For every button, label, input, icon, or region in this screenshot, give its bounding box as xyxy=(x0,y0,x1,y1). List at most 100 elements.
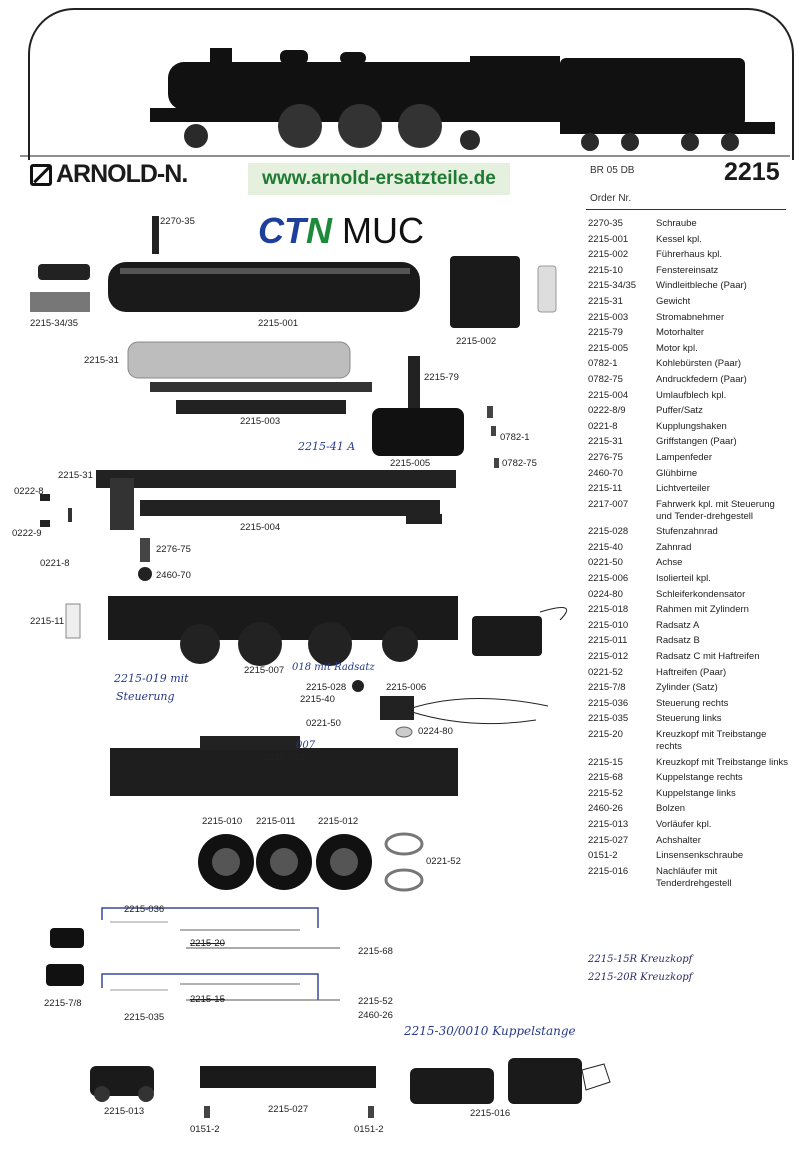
part-description: Isolierteil kpl. xyxy=(656,573,711,585)
part-code: 2215-003 xyxy=(588,311,629,323)
label-deflectors: 2215-34/35 xyxy=(30,318,79,329)
part-code: 2215-005 xyxy=(588,342,629,354)
part-description: Radsatz C mit Haftreifen xyxy=(656,651,760,663)
label-hook: 0221-8 xyxy=(40,558,70,569)
part-description: Vorläufer kpl. xyxy=(656,818,712,830)
part-description: Schleiferkondensator xyxy=(656,588,746,600)
part-description: Linsensenkschraube xyxy=(656,850,744,862)
part-description: Kupplungshaken xyxy=(656,420,727,432)
lamp-spring-part xyxy=(140,538,150,562)
part-description: Zylinder (Satz) xyxy=(656,682,718,694)
label-leading-truck: 2215-013 xyxy=(104,1106,145,1117)
part-description: Andruckfedern (Paar) xyxy=(656,373,747,385)
running-board-part xyxy=(96,470,456,488)
label-rod-left: 2215-52 xyxy=(358,996,393,1007)
cylinder-part xyxy=(50,928,84,948)
label-trailing-truck: 2215-016 xyxy=(470,1108,511,1119)
part-code: 2215-018 xyxy=(588,604,629,616)
part-code: 2215-013 xyxy=(588,818,629,830)
website-url[interactable]: www.arnold-ersatzteile.de xyxy=(248,163,510,195)
label-screw-a: 0151-2 xyxy=(190,1124,220,1135)
part-code: 2276-75 xyxy=(588,451,623,463)
part-description: Bolzen xyxy=(656,803,686,815)
model-designation: BR 05 DB xyxy=(590,165,635,176)
parts-list-header: Order Nr. xyxy=(590,193,632,204)
label-brushes: 0782-1 xyxy=(500,432,530,443)
label-gear: 2215-40 xyxy=(300,694,335,705)
item-number: 2215 xyxy=(724,158,780,186)
parts-row: 2276-75 Lampenfeder xyxy=(588,452,793,464)
part-description: Kreuzkopf mit Treibstange links xyxy=(656,756,789,768)
part-description: Stufenzahnrad xyxy=(656,526,718,538)
part-description: Steuerung rechts xyxy=(656,697,729,709)
label-wheelset-b: 2215-011 xyxy=(256,816,296,827)
parts-row: 2460-70 Glühbirne xyxy=(588,468,793,480)
part-code: 2215-10 xyxy=(588,264,623,276)
part-description: Windleitbleche (Paar) xyxy=(656,280,747,292)
arnold-logo-text: ARNOLD-N. xyxy=(56,160,188,188)
part-description: Lampenfeder xyxy=(656,451,712,463)
label-screw-b: 0151-2 xyxy=(354,1124,384,1135)
label-rod-right: 2215-68 xyxy=(358,946,393,957)
label-cab: 2215-002 xyxy=(456,336,497,347)
label-chassis: 2215-007 xyxy=(244,665,285,676)
label-wheelset-c: 2215-012 xyxy=(318,816,359,827)
part-code: 2217-007 xyxy=(588,498,629,510)
handwritten-chassis-note: 007 xyxy=(296,740,316,751)
handwritten-note-1: 2215-15R Kreuzkopf xyxy=(588,954,693,965)
label-isolator: 2215-006 xyxy=(386,682,427,693)
part-description: Motorhalter xyxy=(656,327,705,339)
part-code: 2215-002 xyxy=(588,249,629,261)
label-overstrike-b: 2215-15 xyxy=(190,994,225,1005)
part-code: 2215-34/35 xyxy=(588,280,637,292)
part-description: Achse xyxy=(656,557,683,569)
part-code: 0151-2 xyxy=(588,850,618,862)
part-code: 2215-52 xyxy=(588,787,623,799)
locomotive-illustration xyxy=(150,48,775,151)
part-description: Puffer/Satz xyxy=(656,405,703,417)
locomotive-hero-frame xyxy=(28,8,794,160)
handwritten-frame-note: 018 mit Radsatz xyxy=(292,662,375,673)
label-springs: 0782-75 xyxy=(502,458,537,469)
part-description: Radsatz A xyxy=(656,619,700,631)
part-code: 2460-70 xyxy=(588,467,623,479)
handwritten-kuppel-note: 2215-30/0010 Kuppelstange xyxy=(404,1024,576,1038)
handwritten-steuerung-2: Steuerung xyxy=(116,690,175,703)
part-description: Umlaufblech kpl. xyxy=(656,389,727,401)
label-step-gear: 2215-028 xyxy=(306,682,347,693)
parts-row: 0151-2 Linsensenkschraube xyxy=(588,850,793,862)
part-code: 2215-006 xyxy=(588,573,629,585)
part-code: 2215-001 xyxy=(588,233,629,245)
part-code: 0221-52 xyxy=(588,666,623,678)
part-description: Kessel kpl. xyxy=(656,233,702,245)
frame-part xyxy=(110,748,458,796)
part-description: Rahmen mit Zylindern xyxy=(656,604,749,616)
weight-part xyxy=(127,341,351,379)
parts-row: 2215-013 Vorläufer kpl. xyxy=(588,819,793,831)
label-wheelset-a: 2215-010 xyxy=(202,816,243,827)
part-code: 2215-40 xyxy=(588,541,623,553)
parts-list-divider xyxy=(586,209,786,210)
screw-part xyxy=(152,216,159,254)
motor-part xyxy=(372,408,464,456)
handwritten-note-2: 2215-20R Kreuzkopf xyxy=(588,972,693,983)
part-code: 2215-31 xyxy=(588,436,623,448)
part-description: Achshalter xyxy=(656,834,701,846)
part-description: Kohlebürsten (Paar) xyxy=(656,358,742,370)
part-description: Glühbirne xyxy=(656,467,698,479)
